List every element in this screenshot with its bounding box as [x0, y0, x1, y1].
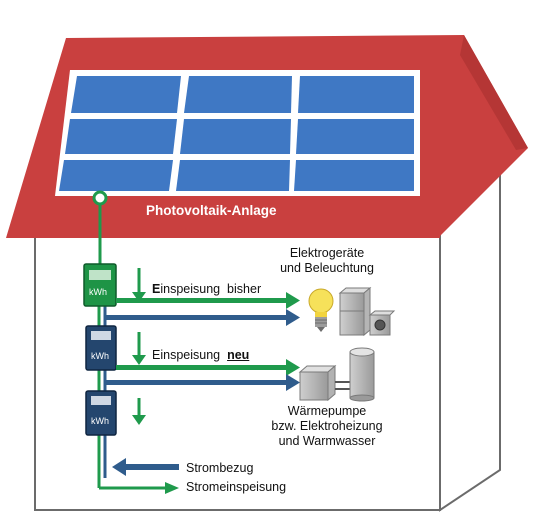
label-einspeisung-neu-emph: neu	[227, 348, 250, 362]
meter-household-label: kWh	[91, 351, 109, 361]
appliance-icon	[338, 286, 396, 337]
light-bulb-icon	[308, 288, 334, 332]
label-elektro-line1: Elektrogeräte	[289, 246, 365, 260]
roof-side	[460, 35, 528, 150]
arrow-stromeinspeisung	[165, 482, 179, 494]
solar-panel	[294, 160, 414, 191]
arrow-bezug-heatpump	[105, 374, 300, 391]
label-einspeisung-bisher-prefix: E	[152, 282, 161, 296]
label-einspeisung-bisher-rest: inspeisung bisher	[160, 282, 262, 296]
down-arrow-icon	[132, 398, 146, 425]
solar-panel	[71, 76, 181, 113]
label-einspeisung-neu-text: Einspeisung	[152, 348, 228, 362]
meter-heatpump-label: kWh	[91, 416, 109, 426]
water-tank-icon	[349, 347, 375, 402]
label-einspeisung-neu: Einspeisung neu	[152, 348, 249, 363]
arrow-bezug-household	[105, 309, 300, 326]
label-einspeisung-bisher: Einspeisung bisher	[152, 282, 261, 297]
meter-household	[85, 325, 117, 371]
solar-panel-array	[55, 70, 420, 196]
heat-pump-icon	[298, 364, 350, 402]
label-waerme-line3: und Warmwasser	[278, 434, 376, 448]
solar-panel	[298, 76, 414, 113]
solar-panel	[184, 76, 292, 113]
meter-pv	[83, 263, 117, 307]
label-waerme-line2: bzw. Elektroheizung	[271, 419, 383, 433]
solar-panel	[176, 160, 290, 191]
label-waerme-line1: Wärmepumpe	[287, 404, 367, 418]
panel-connection-dot	[92, 190, 108, 206]
solar-panel	[65, 119, 177, 154]
arrow-einspeisung-neu	[116, 359, 300, 376]
arrow-strombezug	[112, 458, 179, 476]
label-stromeinspeisung: Stromeinspeisung	[186, 480, 287, 494]
label-waermepumpe: Wärmepumpe bzw. Elektroheizung und Warmw…	[262, 404, 392, 449]
solar-panel	[59, 160, 173, 191]
solar-panel	[180, 119, 291, 154]
meter-heatpump	[85, 390, 117, 436]
label-elektro-line2: und Beleuchtung	[280, 261, 374, 275]
roof-title: Photovoltaik-Anlage	[146, 203, 277, 218]
label-strombezug: Strombezug	[186, 461, 254, 475]
solar-panel	[296, 119, 414, 154]
down-arrow-icon	[132, 332, 146, 365]
meter-pv-label: kWh	[89, 287, 107, 297]
arrow-einspeisung-bisher	[116, 292, 300, 309]
label-elektrogeraete: Elektrogeräte und Beleuchtung	[272, 246, 382, 276]
down-arrow-icon	[132, 268, 146, 302]
